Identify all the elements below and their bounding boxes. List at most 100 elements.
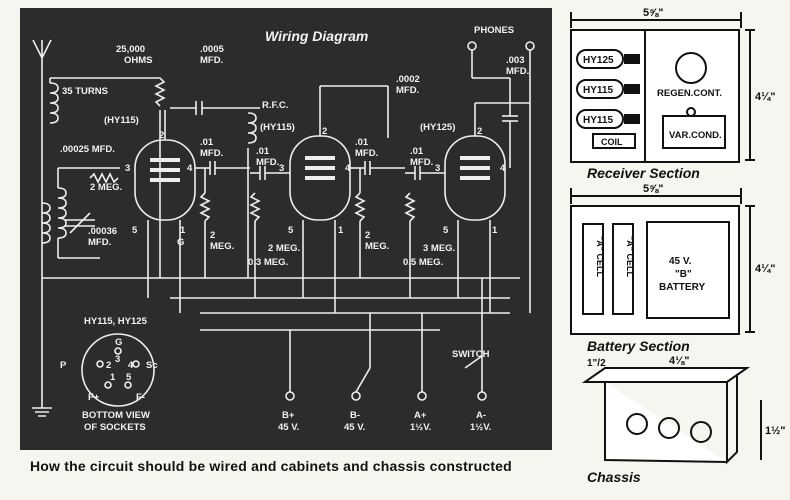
pin-3-tube2: 3 bbox=[279, 163, 284, 174]
pin-2-tube3: 2 bbox=[477, 126, 482, 137]
label-c-regen-unit: MFD. bbox=[200, 55, 223, 66]
label-c-tune: .00036 bbox=[88, 226, 117, 237]
label-r2-2: 2 bbox=[365, 230, 370, 241]
pin-4-tube2: 4 bbox=[345, 163, 351, 174]
socket-caption-2: OF SOCKETS bbox=[84, 422, 146, 433]
varcond-label: VAR.COND. bbox=[669, 130, 722, 141]
socket-title: HY115, HY125 bbox=[84, 316, 148, 327]
receiver-height: 4¼" bbox=[755, 91, 776, 103]
pin-5-tube2: 5 bbox=[288, 225, 294, 236]
pin-2-tube1: 2 bbox=[159, 130, 164, 141]
socket-5: 5 bbox=[126, 372, 132, 383]
socket-3: 3 bbox=[115, 354, 120, 365]
socket-fminus: F- bbox=[136, 392, 145, 403]
wiring-diagram: Wiring Diagram PHONES 35 TURNS .00025 MF… bbox=[32, 25, 535, 433]
socket-fplus: F+ bbox=[88, 392, 100, 403]
label-pot-value: 25,000 bbox=[116, 44, 145, 55]
antenna-coil bbox=[49, 82, 59, 124]
receiver-tube-3-label: HY115 bbox=[583, 115, 613, 126]
tuning-coil bbox=[41, 202, 51, 244]
battery-width: 5⅝" bbox=[643, 183, 664, 195]
chassis-dim-small: 1"/2 bbox=[587, 358, 606, 369]
receiver-coil bbox=[592, 133, 636, 149]
battery-box bbox=[570, 205, 740, 335]
label-r-grid: 2 MEG. bbox=[90, 182, 122, 193]
battery-b1: 45 V. bbox=[669, 256, 692, 267]
label-35-turns: 35 TURNS bbox=[62, 86, 108, 97]
phones-terminal-2 bbox=[525, 41, 535, 51]
label-pot-unit: OHMS bbox=[124, 55, 153, 66]
receiver-tube-3 bbox=[576, 109, 624, 129]
terminal-b-minus bbox=[351, 391, 361, 401]
a-cell-2 bbox=[612, 223, 634, 315]
terminal-a-plus-value: 1½V. bbox=[410, 422, 431, 433]
label-r2-1: 2 bbox=[210, 230, 215, 241]
a-cell-1-label: "A" CELL bbox=[595, 236, 605, 278]
phones-label: PHONES bbox=[474, 25, 514, 36]
pin-1-tube3: 1 bbox=[492, 225, 498, 236]
sections-drawing: 5⅝" 4¼" HY125 HY115 HY115 COIL REGEN.CON… bbox=[570, 7, 786, 485]
wiring-title: Wiring Diagram bbox=[265, 28, 368, 44]
socket-sc: Sc bbox=[146, 360, 158, 371]
socket-g: G bbox=[115, 337, 122, 348]
tube-internals bbox=[150, 156, 490, 182]
chassis-dim-len: 4⅛" bbox=[669, 355, 690, 367]
label-c-0002: .0002 bbox=[396, 74, 420, 85]
terminal-a-minus bbox=[477, 391, 487, 401]
socket-pin-g bbox=[114, 347, 122, 355]
label-c-grid: .00025 MFD. bbox=[60, 144, 115, 155]
b-battery bbox=[646, 221, 730, 319]
battery-b3: BATTERY bbox=[659, 282, 705, 293]
label-c01-1: .01 bbox=[200, 137, 214, 148]
receiver-tube-2-label: HY115 bbox=[583, 85, 613, 96]
regen-control-knob bbox=[675, 52, 707, 84]
terminal-a-plus-label: A+ bbox=[414, 410, 427, 421]
label-c01-4: .01 bbox=[410, 146, 424, 157]
chassis-top bbox=[581, 367, 751, 383]
terminal-b-plus bbox=[285, 391, 295, 401]
socket-p: P bbox=[60, 360, 67, 371]
battery-b2: "B" bbox=[675, 269, 692, 280]
label-c-003-unit: MFD. bbox=[506, 66, 529, 77]
receiver-tube-1-label: HY125 bbox=[583, 55, 614, 66]
label-c-0002-unit: MFD. bbox=[396, 85, 419, 96]
phones-terminal-1 bbox=[467, 41, 477, 51]
label-c01-4-unit: MFD. bbox=[410, 157, 433, 168]
socket-4: 4 bbox=[128, 360, 134, 371]
label-r-2meg: 2 MEG. bbox=[268, 243, 300, 254]
label-r2-2-unit: MEG. bbox=[365, 241, 389, 252]
chassis-hole-2 bbox=[658, 417, 680, 439]
socket-pin-p bbox=[96, 360, 104, 368]
a-cell-2-label: "A" CELL bbox=[625, 236, 635, 278]
pin-3-tube3: 3 bbox=[435, 163, 440, 174]
pin-3-tube1: 3 bbox=[125, 163, 130, 174]
wiring-diagram-panel: Wiring Diagram PHONES 35 TURNS .00025 MF… bbox=[20, 8, 552, 450]
label-tube1: (HY115) bbox=[104, 115, 139, 126]
label-r-03: 0.3 MEG. bbox=[248, 257, 288, 268]
receiver-tube-1 bbox=[576, 49, 624, 69]
socket-1: 1 bbox=[110, 372, 116, 383]
a-cell-1 bbox=[582, 223, 604, 315]
socket-pin-fminus bbox=[124, 381, 132, 389]
label-c-regen: .0005 bbox=[200, 44, 224, 55]
chassis-dim-h: 1½" bbox=[765, 425, 786, 437]
receiver-coil-label: COIL bbox=[601, 137, 623, 147]
battery-height: 4¼" bbox=[755, 263, 776, 275]
label-c-003: .003 bbox=[506, 55, 525, 66]
socket-pin-fplus bbox=[104, 381, 112, 389]
label-r-3meg: 3 MEG. bbox=[423, 243, 455, 254]
socket-2: 2 bbox=[106, 360, 111, 371]
terminal-b-minus-value: 45 V. bbox=[344, 422, 365, 433]
socket-caption-1: BOTTOM VIEW bbox=[82, 410, 150, 421]
label-c-tune-unit: MFD. bbox=[88, 237, 111, 248]
pin-4-tube3: 4 bbox=[500, 163, 506, 174]
terminal-b-minus-label: B- bbox=[350, 410, 360, 421]
terminal-a-minus-value: 1½V. bbox=[470, 422, 491, 433]
label-rfc: R.F.C. bbox=[262, 100, 288, 111]
antenna-ground-lines bbox=[32, 39, 52, 417]
receiver-width: 5⅝" bbox=[643, 7, 664, 19]
label-c01-3-unit: MFD. bbox=[355, 148, 378, 159]
label-r-05: 0.5 MEG. bbox=[403, 257, 443, 268]
terminal-b-plus-value: 45 V. bbox=[278, 422, 299, 433]
label-r2-1-unit: MEG. bbox=[210, 241, 234, 252]
